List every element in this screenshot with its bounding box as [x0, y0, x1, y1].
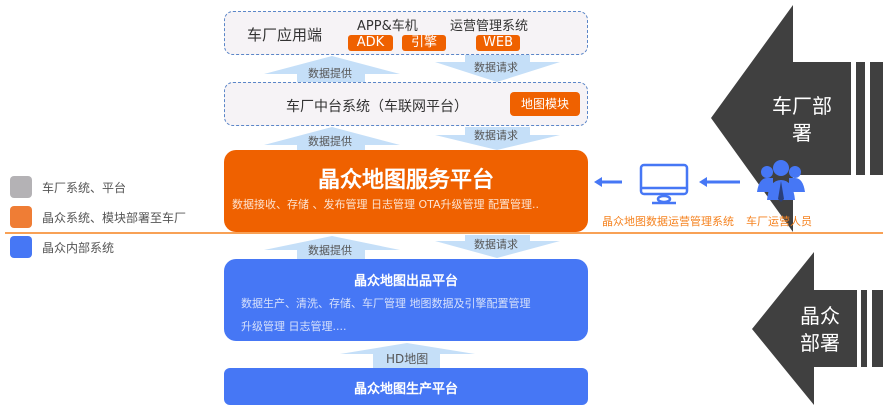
arrow-label-provide: 数据提供	[308, 135, 352, 148]
arrow-label-request: 数据请求	[474, 238, 518, 251]
flow-arrows	[264, 55, 560, 368]
arrow-label-hd: HD地图	[386, 352, 429, 366]
oem-deploy-label: 车厂部署	[762, 93, 842, 147]
app-label: APP&车机	[357, 19, 418, 34]
app-layer-title: 车厂应用端	[247, 26, 323, 44]
output-platform-desc: 升级管理 日志管理....	[241, 320, 347, 333]
tag-engine: 引擎	[402, 35, 446, 51]
legend-label: 晶众内部系统	[42, 241, 115, 255]
oem-deploy-line: 署	[792, 121, 812, 145]
arrow-label-provide: 数据提供	[308, 244, 352, 257]
output-platform-title: 晶众地图出品平台	[353, 274, 458, 289]
ops-label: 运营管理系统	[450, 19, 529, 34]
staff-icon	[757, 160, 805, 202]
legend-label: 车厂系统、平台	[42, 181, 127, 195]
oem-deploy-line: 车厂部	[772, 94, 832, 118]
production-platform-box	[224, 368, 588, 405]
ops-staff-label: 车厂运营人员	[746, 215, 812, 228]
legend-swatch-oem	[10, 176, 32, 198]
output-platform-box	[224, 259, 588, 341]
legend-swatch-deployed	[10, 206, 32, 228]
arrow-label-provide: 数据提供	[308, 67, 352, 80]
service-platform-box	[224, 150, 588, 232]
middle-layer-title: 车厂中台系统（车联网平台）	[286, 99, 468, 115]
output-platform-desc: 数据生产、清洗、存储、车厂管理 地图数据及引擎配置管理	[241, 297, 531, 310]
arrow-label-request: 数据请求	[474, 61, 518, 74]
tag-adk: ADK	[348, 35, 393, 51]
arrow-label-request: 数据请求	[474, 129, 518, 142]
legend-swatch-internal	[10, 236, 32, 258]
jz-deploy-label: 晶众部署	[790, 303, 850, 357]
oem-deploy-arrow	[711, 5, 851, 232]
jz-deploy-line: 晶众	[800, 304, 840, 328]
jz-deploy-arrow	[752, 252, 857, 405]
tag-web: WEB	[476, 35, 520, 51]
legend-label: 晶众系统、模块部署至车厂	[42, 211, 187, 225]
monitor-icon	[639, 163, 689, 205]
service-platform-desc: 数据接收、存储 、发布管理 日志管理 OTA升级管理 配置管理..	[232, 198, 540, 211]
tag-map-module: 地图模块	[510, 92, 580, 116]
service-platform-title: 晶众地图服务平台	[317, 168, 494, 193]
jz-deploy-line: 部署	[800, 331, 840, 355]
production-platform-title: 晶众地图生产平台	[353, 382, 458, 397]
ops-system-label: 晶众地图数据运营管理系统	[602, 215, 734, 228]
